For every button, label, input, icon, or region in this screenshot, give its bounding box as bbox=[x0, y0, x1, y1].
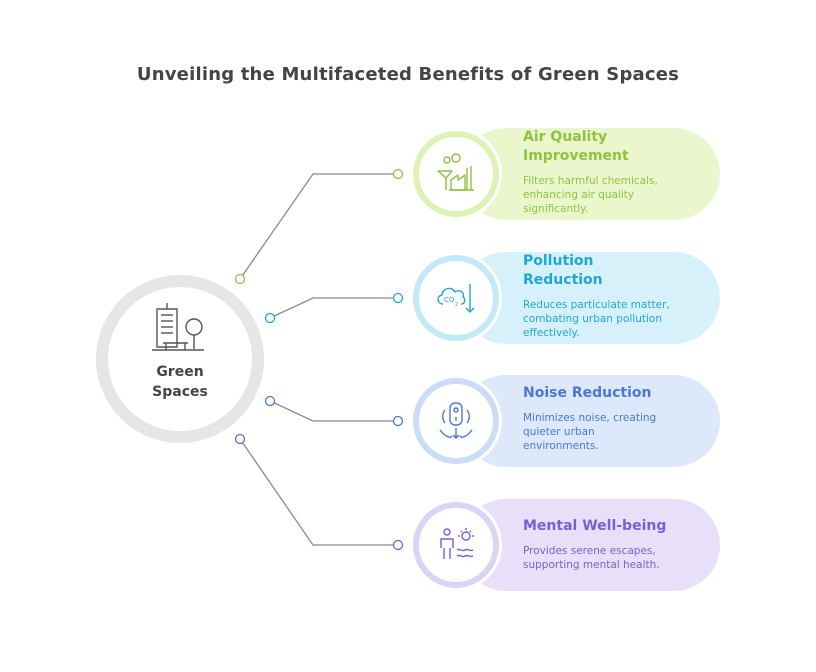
benefit-desc-line: Minimizes noise, creating bbox=[523, 412, 657, 424]
benefit-desc-line: quieter urban bbox=[523, 426, 595, 438]
benefit-card-mental bbox=[234, 433, 720, 591]
benefit-desc-line: Reduces particulate matter, bbox=[523, 299, 670, 311]
person-sun-icon bbox=[440, 528, 474, 559]
benefit-title: Noise Reduction bbox=[523, 384, 713, 403]
svg-text:CO: CO bbox=[444, 296, 455, 304]
benefit-desc-line: Provides serene escapes, bbox=[523, 545, 656, 557]
benefit-description: Reduces particulate matter, combating ur… bbox=[523, 298, 713, 340]
benefit-title: Air Quality Improvement bbox=[523, 128, 713, 166]
benefit-title-line: Air Quality bbox=[523, 129, 608, 145]
benefit-text-noise: Noise Reduction Minimizes noise, creatin… bbox=[523, 384, 713, 453]
city-park-icon bbox=[152, 303, 204, 351]
center-label-line1: Green bbox=[156, 364, 204, 380]
connector-pollution bbox=[269, 297, 398, 319]
svg-text:2: 2 bbox=[455, 302, 458, 308]
benefit-title-line: Noise Reduction bbox=[523, 385, 652, 401]
connector-noise bbox=[269, 400, 398, 422]
benefit-description: Filters harmful chemicals, enhancing air… bbox=[523, 174, 713, 216]
sound-dampening-icon bbox=[439, 402, 473, 439]
factory-filter-icon bbox=[437, 153, 474, 191]
benefit-title-line: Pollution bbox=[523, 253, 594, 269]
benefit-desc-line: supporting mental health. bbox=[523, 559, 660, 571]
benefit-desc-line: enhancing air quality bbox=[523, 189, 635, 201]
benefit-text-pollution: Pollution Reduction Reduces particulate … bbox=[523, 252, 713, 340]
benefit-title: Pollution Reduction bbox=[523, 252, 713, 290]
benefit-desc-line: environments. bbox=[523, 440, 599, 452]
connector-air-quality bbox=[239, 173, 398, 280]
benefit-card-pollution: CO 2 bbox=[264, 252, 720, 344]
benefit-desc-line: combating urban pollution bbox=[523, 313, 662, 325]
benefit-desc-line: Filters harmful chemicals, bbox=[523, 175, 658, 187]
benefit-description: Provides serene escapes, supporting ment… bbox=[523, 544, 713, 572]
benefit-text-mental: Mental Well-being Provides serene escape… bbox=[523, 517, 713, 572]
benefit-title-line: Reduction bbox=[523, 272, 603, 288]
benefit-desc-line: significantly. bbox=[523, 203, 589, 215]
center-hub-ring bbox=[96, 275, 264, 443]
benefit-title-line: Improvement bbox=[523, 148, 629, 164]
co2-down-icon: CO 2 bbox=[437, 284, 475, 313]
center-label: Green Spaces bbox=[120, 362, 240, 402]
center-label-line2: Spaces bbox=[152, 384, 208, 400]
benefit-desc-line: effectively. bbox=[523, 327, 580, 339]
benefit-title: Mental Well-being bbox=[523, 517, 713, 536]
benefit-text-air-quality: Air Quality Improvement Filters harmful … bbox=[523, 128, 713, 216]
benefit-card-air-quality bbox=[234, 128, 720, 285]
connector-mental bbox=[239, 438, 398, 546]
benefit-card-noise bbox=[264, 375, 720, 467]
page-title: Unveiling the Multifaceted Benefits of G… bbox=[136, 64, 680, 85]
benefit-title-line: Mental Well-being bbox=[523, 518, 667, 534]
benefit-description: Minimizes noise, creating quieter urban … bbox=[523, 411, 713, 453]
